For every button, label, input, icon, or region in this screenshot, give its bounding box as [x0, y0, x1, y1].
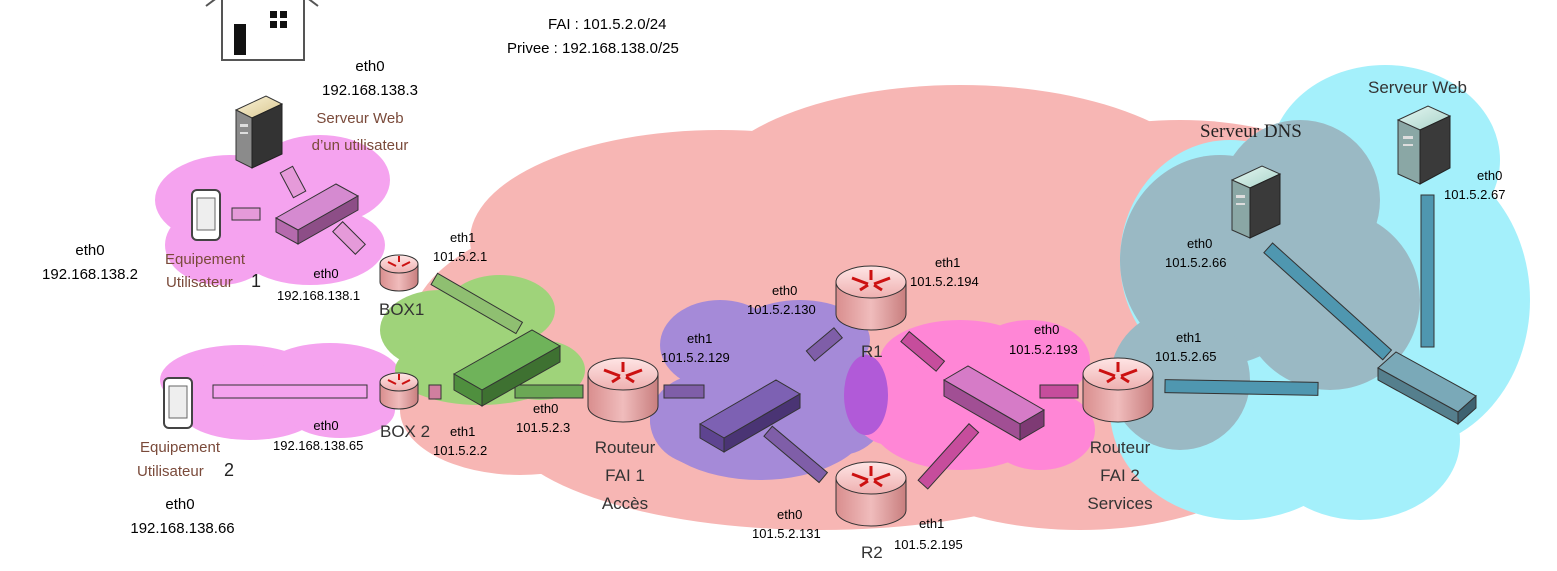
fai2-label-1: Routeur — [1089, 438, 1151, 457]
fai1-eth1-name: eth1 — [687, 331, 713, 346]
fai1-label-3: Accès — [601, 494, 649, 513]
link-switch-fai1 — [514, 384, 584, 399]
link-r2-switch — [917, 423, 980, 490]
fai2-eth0-ip: 101.5.2.193 — [1009, 342, 1078, 357]
link-box1-switch — [430, 272, 524, 335]
fai-network-label: FAI : 101.5.2.0/24 — [548, 16, 667, 33]
link-switch-r2 — [763, 425, 829, 484]
equip1-label-2: Utilisateur — [166, 274, 233, 291]
box2-eth1-name: eth1 — [450, 424, 476, 439]
web-server-icon — [1396, 105, 1452, 185]
webuser-eth0-name: eth0 — [355, 58, 385, 75]
switch-services-icon — [1377, 351, 1477, 426]
link-equip2-box2 — [212, 384, 368, 399]
dns-server-label: Serveur DNS — [1200, 121, 1302, 142]
switch-core-left-icon — [699, 379, 801, 453]
web-user-server-icon — [234, 95, 284, 169]
web-server-label: Serveur Web — [1368, 78, 1467, 97]
box1-router-icon — [379, 254, 419, 292]
fai2-eth1-ip: 101.5.2.65 — [1155, 349, 1217, 364]
r1-label: R1 — [861, 342, 883, 361]
fai2-label-2: FAI 2 — [1100, 466, 1140, 485]
fai2-router-icon — [1082, 357, 1154, 423]
equip1-eth0-name: eth0 — [75, 242, 105, 259]
link-webuser-switch — [279, 165, 307, 199]
equip2-eth0-name: eth0 — [165, 496, 195, 513]
cloud-overlap — [844, 355, 888, 435]
link-switch-box1 — [332, 221, 366, 255]
box1-eth1-name: eth1 — [450, 230, 476, 245]
link-equip1-switch — [231, 207, 261, 221]
switch-core-right-icon — [943, 365, 1045, 441]
private-network-label: Privee : 192.168.138.0/25 — [507, 40, 679, 57]
cloud-core-right — [850, 320, 1095, 470]
webuser-server-label-1: Serveur Web — [316, 110, 404, 127]
switch-user1-icon — [274, 183, 360, 245]
fai2-eth0-name: eth0 — [1034, 322, 1060, 337]
fai2-label-3: Services — [1087, 494, 1153, 513]
r2-eth0-name: eth0 — [777, 507, 803, 522]
dns-eth0-ip: 101.5.2.66 — [1165, 255, 1227, 270]
webuser-eth0-ip: 192.168.138.3 — [322, 82, 418, 99]
link-web-switch — [1420, 194, 1435, 348]
link-fai2-switch — [1164, 379, 1319, 396]
equip2-label-1: Equipement — [139, 439, 221, 456]
link-dns-switch — [1263, 242, 1393, 361]
r2-router-icon — [835, 461, 907, 527]
link-r1-switch — [900, 330, 946, 372]
fai1-eth0-name: eth0 — [533, 401, 559, 416]
link-fai1-switch — [663, 384, 705, 399]
box1-eth1-ip: 101.5.2.1 — [433, 249, 488, 264]
box2-router-icon — [379, 372, 419, 410]
fai1-router-icon — [587, 357, 659, 423]
link-switch-r1 — [805, 327, 843, 362]
fai1-label-1: Routeur — [594, 438, 656, 457]
webuser-server-label-2: d’un utilisateur — [311, 137, 409, 154]
switch-box-icon — [452, 329, 562, 407]
web-eth0-name: eth0 — [1477, 168, 1503, 183]
box1-label: BOX1 — [379, 300, 425, 319]
equip1-eth0-ip: 192.168.138.2 — [42, 266, 138, 283]
phone-icon-user2 — [163, 377, 193, 429]
r1-eth0-name: eth0 — [772, 283, 798, 298]
fai1-eth0-ip: 101.5.2.3 — [516, 420, 571, 435]
dns-server-icon — [1230, 165, 1282, 239]
fai1-eth1-ip: 101.5.2.129 — [661, 350, 730, 365]
equip1-label-1: Equipement — [164, 251, 246, 268]
box2-eth0-ip: 192.168.138.65 — [273, 438, 364, 453]
r2-eth1-ip: 101.5.2.195 — [894, 537, 963, 552]
phone-icon-user1 — [191, 189, 221, 241]
box1-eth0-name: eth0 — [313, 266, 339, 281]
links — [212, 165, 1435, 490]
r1-eth1-name: eth1 — [935, 255, 961, 270]
equip2-label-2: Utilisateur — [137, 463, 204, 480]
house-icon — [205, 0, 319, 61]
r2-label: R2 — [861, 543, 883, 562]
link-box2-switch — [428, 384, 442, 400]
r2-eth1-name: eth1 — [919, 516, 945, 531]
box2-eth0-name: eth0 — [313, 418, 339, 433]
equip2-eth0-ip: 192.168.138.66 — [130, 520, 235, 537]
box2-eth1-ip: 101.5.2.2 — [433, 443, 488, 458]
fai2-eth1-name: eth1 — [1176, 330, 1202, 345]
r2-eth0-ip: 101.5.2.131 — [752, 526, 821, 541]
box2-label: BOX 2 — [380, 422, 431, 441]
web-eth0-ip: 101.5.2.67 — [1444, 187, 1506, 202]
r1-eth1-ip: 101.5.2.194 — [910, 274, 979, 289]
link-switch-fai2 — [1039, 384, 1079, 399]
equip2-number: 2 — [224, 460, 235, 480]
dns-eth0-name: eth0 — [1187, 236, 1213, 251]
fai1-label-2: FAI 1 — [605, 466, 645, 485]
box1-eth0-ip: 192.168.138.1 — [277, 288, 361, 303]
r1-eth0-ip: 101.5.2.130 — [747, 302, 816, 317]
r1-router-icon — [835, 265, 907, 331]
equip1-number: 1 — [251, 271, 262, 291]
